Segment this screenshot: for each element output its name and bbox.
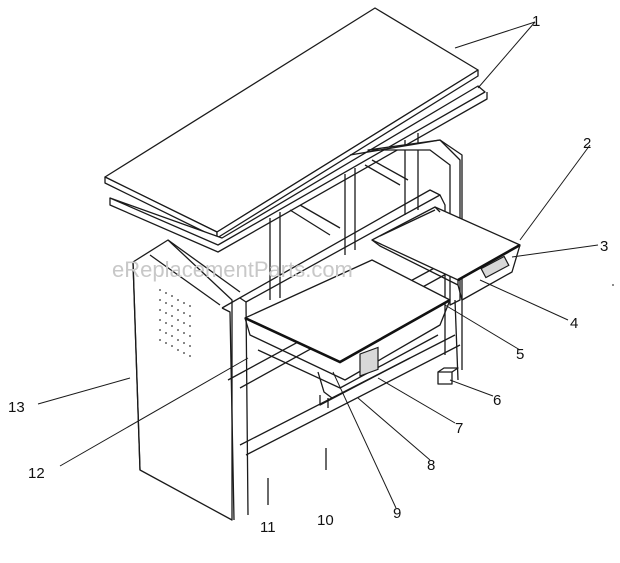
- callout-13: 13: [8, 399, 25, 416]
- foot-hardware: [437, 367, 459, 385]
- pegboard-holes: [159, 289, 191, 357]
- callout-8: 8: [427, 457, 435, 474]
- callout-7: 7: [455, 420, 463, 437]
- callout-10: 10: [317, 512, 334, 529]
- callout-3: 3: [600, 238, 608, 255]
- callout-12: 12: [28, 465, 45, 482]
- callout-9: 9: [393, 505, 401, 522]
- right-drawer: [371, 206, 521, 301]
- front-frame: [221, 189, 461, 521]
- callout-4: 4: [570, 315, 578, 332]
- callout-labels: 1 2 3 4 5 6 7 8 9 10 11 12 13: [8, 13, 608, 536]
- top-panel: [104, 7, 479, 239]
- callout-6: 6: [493, 392, 501, 409]
- left-side-panel: [132, 239, 241, 521]
- center-drawer: [244, 259, 451, 408]
- callout-1: 1: [532, 13, 540, 30]
- lower-top-panel: [109, 85, 488, 253]
- callout-11: 11: [260, 519, 276, 536]
- watermark-text: eReplacementParts.com: [112, 257, 353, 282]
- callout-2: 2: [583, 135, 591, 152]
- callout-5: 5: [516, 346, 524, 363]
- leader-lines: [37, 21, 614, 509]
